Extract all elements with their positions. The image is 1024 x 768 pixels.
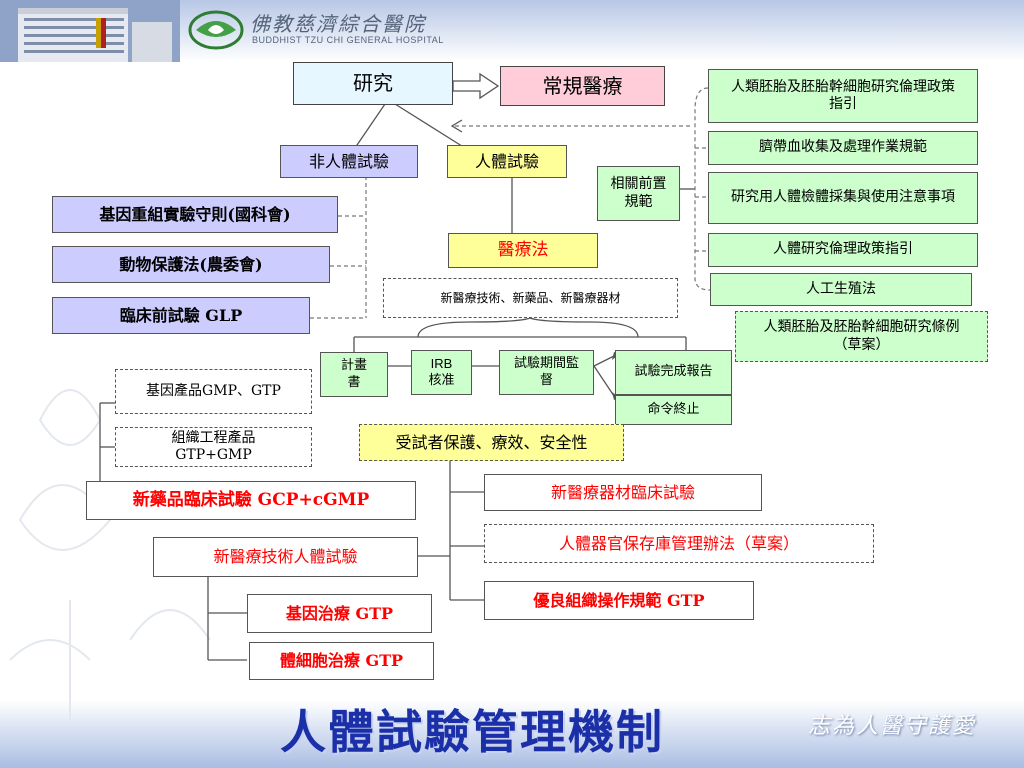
gtp-practice-box: 優良組織操作規範 GTP (484, 581, 754, 620)
order-terminate-box: 命令終止 (615, 395, 732, 425)
cell-therapy-box: 體細胞治療 GTP (249, 642, 434, 680)
tissue-engineering-box: 組織工程產品GTP+GMP (115, 427, 312, 467)
reg-specimen-box: 研究用人體檢體採集與使用注意事項 (708, 172, 978, 224)
tzu-chi-logo-icon (188, 10, 244, 50)
hospital-building-image (0, 0, 180, 62)
hospital-name: 佛教慈濟綜合醫院 (250, 12, 426, 36)
new-tech-drug-device-box: 新醫療技術、新藥品、新醫療器材 (383, 278, 678, 318)
hospital-name-en: BUDDHIST TZU CHI GENERAL HOSPITAL (252, 35, 444, 45)
gene-product-box: 基因產品GMP、GTP (115, 369, 312, 414)
human-trial-box: 人體試驗 (447, 145, 567, 178)
irb-approve-label: 核准 (428, 372, 455, 388)
preclinical-glp-box: 臨床前試驗 GLP (52, 297, 310, 334)
research-box: 研究 (293, 62, 453, 105)
reg-ethics-box: 人體研究倫理政策指引 (708, 233, 978, 267)
slogan-text: 志為人醫守護愛 (808, 714, 977, 739)
gene-recombination-rules-box: 基因重組實驗守則(國科會) (52, 196, 338, 233)
reg-stem-cell-policy-box: 人類胚胎及胚胎幹細胞研究倫理政策指引 (708, 69, 978, 123)
animal-protection-law-box: 動物保護法(農委會) (52, 246, 330, 283)
gene-therapy-box: 基因治療 GTP (247, 594, 432, 633)
new-drug-trial-box: 新藥品臨床試驗 GCP+cGMP (86, 481, 416, 520)
irb-approval-box: IRB 核准 (411, 350, 472, 395)
monitoring-box: 試驗期間監督 (499, 350, 594, 395)
new-tech-trial-box: 新醫療技術人體試驗 (153, 537, 418, 577)
reg-stem-cell-draft-box: 人類胚胎及胚胎幹細胞研究條例（草案） (735, 311, 988, 362)
medical-law-box: 醫療法 (448, 233, 598, 268)
organ-bank-rules-box: 人體器官保存庫管理辦法（草案） (484, 524, 874, 563)
reg-cord-blood-box: 臍帶血收集及處理作業規範 (708, 131, 978, 165)
non-human-trial-box: 非人體試驗 (280, 145, 418, 178)
completion-report-box: 試驗完成報告 (615, 350, 732, 395)
plan-box: 計畫書 (320, 352, 388, 397)
related-regulations-box: 相關前置規範 (597, 166, 680, 221)
slide-title: 人體試驗管理機制 (280, 705, 664, 759)
subject-protection-box: 受試者保護、療效、安全性 (359, 424, 624, 461)
reg-reproduction-box: 人工生殖法 (710, 273, 972, 306)
routine-care-box: 常規醫療 (500, 66, 665, 106)
irb-label: IRB (430, 356, 453, 372)
new-device-trial-box: 新醫療器材臨床試驗 (484, 474, 762, 511)
